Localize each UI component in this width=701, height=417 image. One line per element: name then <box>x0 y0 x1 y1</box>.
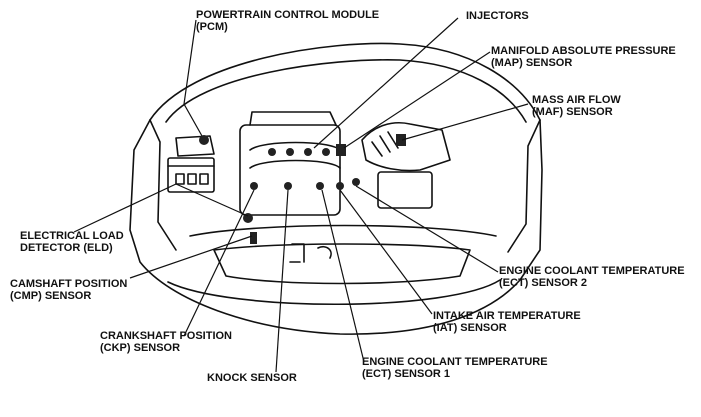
label-iat-sensor: INTAKE AIR TEMPERATURE (IAT) SENSOR <box>433 310 581 334</box>
label-injectors: INJECTORS <box>466 10 529 22</box>
leader-ect2 <box>355 185 499 273</box>
hood-outline <box>149 42 541 121</box>
ckp-sensor <box>250 182 258 190</box>
leader-pcm <box>183 19 203 137</box>
fuse-box <box>175 135 215 157</box>
injector-2 <box>286 148 294 156</box>
left-fender <box>149 119 177 251</box>
label-pcm: POWERTRAIN CONTROL MODULE (PCM) <box>196 9 380 33</box>
label-cmp-sensor: CAMSHAFT POSITION (CMP) SENSOR <box>10 278 128 302</box>
label-ect1-sensor: ENGINE COOLANT TEMPERATURE (ECT) SENSOR … <box>362 356 548 380</box>
air-duct-ribs <box>371 131 399 157</box>
ect1-sensor <box>316 182 324 190</box>
battery-terminal-2 <box>187 173 197 185</box>
body-outline <box>129 119 543 335</box>
air-intake-duct <box>361 122 451 172</box>
leader-cmp <box>129 235 253 279</box>
injector-3 <box>304 148 312 156</box>
lower-bumper <box>167 279 501 306</box>
iat-sensor <box>336 182 344 190</box>
label-map-sensor: MANIFOLD ABSOLUTE PRESSURE (MAP) SENSOR <box>491 45 676 69</box>
leader-ckp <box>183 189 255 337</box>
bumper-top <box>189 224 497 237</box>
intake-runners <box>249 141 341 169</box>
cylinder-head-top <box>249 111 337 126</box>
air-cleaner-box <box>377 171 433 209</box>
ect2-sensor <box>352 178 360 186</box>
engine-cover <box>239 124 341 216</box>
leader-iat <box>339 189 433 315</box>
right-fender <box>507 119 541 253</box>
battery-terminal-1 <box>175 173 185 185</box>
injector-1 <box>268 148 276 156</box>
injector-4 <box>322 148 330 156</box>
label-maf-sensor: MASS AIR FLOW (MAF) SENSOR <box>532 94 621 118</box>
leader-map <box>343 51 491 149</box>
leader-knock <box>275 189 289 373</box>
hood-inner-line <box>165 59 527 123</box>
battery <box>167 157 215 193</box>
map-sensor <box>336 144 346 156</box>
label-ect2-sensor: ENGINE COOLANT TEMPERATURE (ECT) SENSOR … <box>499 265 685 289</box>
pcm-unit <box>199 135 209 145</box>
label-ckp-sensor: CRANKSHAFT POSITION (CKP) SENSOR <box>100 330 232 354</box>
knock-sensor <box>284 182 292 190</box>
leader-injectors <box>313 17 459 149</box>
maf-sensor <box>396 134 406 146</box>
label-eld: ELECTRICAL LOAD DETECTOR (ELD) <box>20 230 124 254</box>
leader-maf <box>401 103 529 141</box>
leader-eld <box>73 183 249 233</box>
label-knock-sensor: KNOCK SENSOR <box>207 372 297 384</box>
bumper-grille <box>213 243 471 285</box>
cmp-sensor <box>250 232 257 244</box>
battery-terminal-3 <box>199 173 209 185</box>
grille-emblem <box>289 243 332 263</box>
leader-ect1 <box>321 189 365 363</box>
